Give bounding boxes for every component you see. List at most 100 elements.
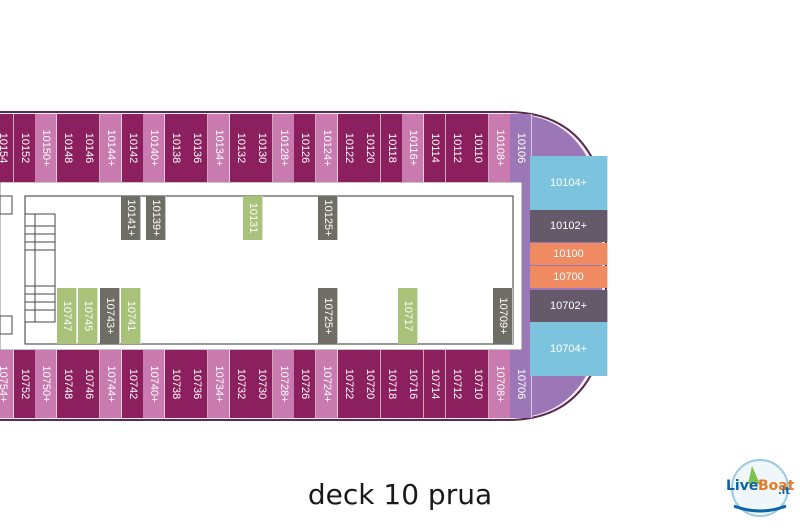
cabin-top-14[interactable]: 10126 — [294, 114, 316, 182]
cabin-number: 10754+ — [0, 365, 9, 403]
cabin-top-1[interactable]: 10152 — [14, 114, 36, 182]
cabin-bottom-4[interactable]: 10746 — [78, 350, 100, 418]
cabin-number: 10125+ — [321, 199, 334, 237]
cabin-bottom-22[interactable]: 10710 — [467, 350, 489, 418]
cabin-bottom-18[interactable]: 10718 — [381, 350, 403, 418]
cabin-top-6[interactable]: 10142 — [122, 114, 144, 182]
bow-cabin-5[interactable]: 10704+ — [530, 322, 608, 376]
cabin-bottom-1[interactable]: 10752 — [14, 350, 36, 418]
inner-cabin-top-0[interactable]: 10141+ — [121, 196, 141, 240]
cabin-top-5[interactable]: 10144+ — [100, 114, 122, 182]
cabin-top-9[interactable]: 10136 — [186, 114, 208, 182]
cabin-number: 10747 — [60, 300, 73, 332]
cabin-bottom-10[interactable]: 10734+ — [208, 350, 230, 418]
bow-cabin-0[interactable]: 10104+ — [530, 156, 608, 210]
cabin-number: 10152 — [18, 132, 31, 164]
cabin-bottom-9[interactable]: 10736 — [186, 350, 208, 418]
inner-cabin-bottom-3[interactable]: 10741 — [121, 288, 141, 344]
cabin-bottom-15[interactable]: 10724+ — [316, 350, 338, 418]
cabin-top-0[interactable]: 10154 — [0, 114, 14, 182]
cabin-top-7[interactable]: 10140+ — [143, 114, 165, 182]
inner-cabin-bottom-0[interactable]: 10747 — [57, 288, 77, 344]
cabin-number: 10114 — [428, 133, 441, 163]
cabin-top-4[interactable]: 10146 — [78, 114, 100, 182]
cabin-top-2[interactable]: 10150+ — [35, 114, 57, 182]
inner-area — [24, 195, 514, 345]
cabin-bottom-16[interactable]: 10722 — [338, 350, 360, 418]
inner-cabin-bottom-4[interactable]: 10725+ — [318, 288, 338, 344]
bow-cabin-3[interactable]: 10700 — [530, 266, 608, 288]
cabin-bottom-12[interactable]: 10730 — [251, 350, 273, 418]
cabin-top-13[interactable]: 10128+ — [273, 114, 295, 182]
cabin-top-20[interactable]: 10114 — [424, 114, 446, 182]
cabin-top-10[interactable]: 10134+ — [208, 114, 230, 182]
cabin-bottom-5[interactable]: 10744+ — [100, 350, 122, 418]
cabin-top-22[interactable]: 10110 — [467, 114, 489, 182]
cabin-number: 10752 — [18, 368, 31, 400]
cabin-number: 10110 — [471, 133, 484, 163]
cabin-bottom-14[interactable]: 10726 — [294, 350, 316, 418]
inner-cabin-bottom-5[interactable]: 10717 — [398, 288, 418, 344]
cabin-top-21[interactable]: 10112 — [446, 114, 468, 182]
cabin-number: 10116+ — [406, 129, 419, 167]
cabin-number: 10146 — [82, 132, 95, 164]
cabin-number: 10728+ — [277, 365, 290, 403]
inner-cabin-bottom-2[interactable]: 10743+ — [100, 288, 120, 344]
cabin-bottom-3[interactable]: 10748 — [57, 350, 79, 418]
cabin-number: 10745 — [81, 300, 94, 332]
cabin-bottom-19[interactable]: 10716 — [402, 350, 424, 418]
cabin-number: 10722 — [342, 368, 355, 400]
inner-cabin-top-1[interactable]: 10139+ — [146, 196, 166, 240]
inner-cabin-bottom-1[interactable]: 10745 — [78, 288, 98, 344]
bow-cabin-2[interactable]: 10100 — [530, 243, 608, 265]
cabin-top-12[interactable]: 10130 — [251, 114, 273, 182]
cabin-bottom-8[interactable]: 10738 — [165, 350, 187, 418]
cabin-number: 10748 — [61, 368, 74, 400]
cabin-bottom-13[interactable]: 10728+ — [273, 350, 295, 418]
cabin-number: 10732 — [234, 368, 247, 400]
cabin-top-15[interactable]: 10124+ — [316, 114, 338, 182]
cabin-bottom-20[interactable]: 10714 — [424, 350, 446, 418]
cabin-number: 10102+ — [549, 220, 587, 232]
cabin-top-18[interactable]: 10118 — [381, 114, 403, 182]
bow-cabin-4[interactable]: 10702+ — [530, 290, 608, 322]
cabin-number: 10126 — [298, 132, 311, 164]
cabin-bottom-24[interactable]: 10706 — [510, 350, 532, 418]
cabin-top-19[interactable]: 10116+ — [402, 114, 424, 182]
cabin-number: 10718 — [385, 368, 398, 400]
inner-cabin-top-2[interactable]: 10131 — [243, 196, 263, 240]
cabin-number: 10104+ — [549, 177, 587, 189]
cabin-top-16[interactable]: 10122 — [338, 114, 360, 182]
cabin-number: 10706 — [514, 368, 527, 400]
cabin-bottom-2[interactable]: 10750+ — [35, 350, 57, 418]
cabin-number: 10122 — [342, 132, 355, 164]
cabin-top-3[interactable]: 10148 — [57, 114, 79, 182]
cabin-top-23[interactable]: 10108+ — [489, 114, 511, 182]
cabin-number: 10750+ — [39, 365, 52, 403]
cabin-top-17[interactable]: 10120 — [359, 114, 381, 182]
cabin-top-11[interactable]: 10132 — [230, 114, 252, 182]
cabin-number: 10150+ — [39, 129, 52, 167]
cabin-bottom-7[interactable]: 10740+ — [143, 350, 165, 418]
cabin-top-8[interactable]: 10138 — [165, 114, 187, 182]
cabin-bottom-17[interactable]: 10720 — [359, 350, 381, 418]
logo-text-live: Live — [726, 478, 759, 494]
cabin-bottom-6[interactable]: 10742 — [122, 350, 144, 418]
cabin-number: 10714 — [428, 368, 441, 400]
cabin-bottom-23[interactable]: 10708+ — [489, 350, 511, 418]
stairwell-icon — [24, 213, 56, 323]
cabin-number: 10717 — [401, 300, 414, 332]
cabin-bottom-0[interactable]: 10754+ — [0, 350, 14, 418]
cabin-top-24[interactable]: 10106 — [510, 114, 532, 182]
cabin-number: 10124+ — [320, 129, 333, 167]
inner-cabin-bottom-6[interactable]: 10709+ — [493, 288, 513, 344]
cabin-bottom-21[interactable]: 10712 — [446, 350, 468, 418]
cabin-number: 10118 — [385, 133, 398, 163]
cabin-number: 10136 — [190, 132, 203, 164]
inner-cabin-top-3[interactable]: 10125+ — [318, 196, 338, 240]
bow-cabin-1[interactable]: 10102+ — [530, 210, 608, 242]
cabin-number: 10134+ — [212, 129, 225, 167]
cabin-bottom-11[interactable]: 10732 — [230, 350, 252, 418]
